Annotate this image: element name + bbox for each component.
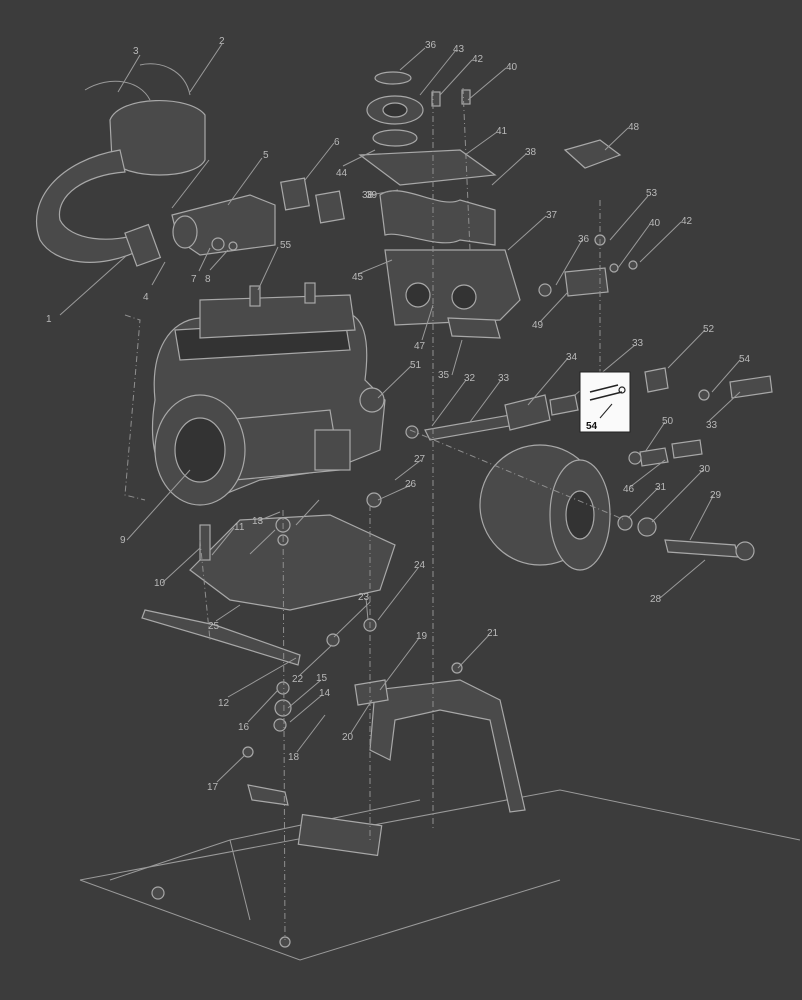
callout-47: 47 bbox=[414, 341, 426, 352]
callout-48: 48 bbox=[628, 122, 640, 133]
callout-42b: 42 bbox=[681, 216, 693, 227]
callout-53: 53 bbox=[646, 188, 658, 199]
callout-42a: 42 bbox=[472, 54, 484, 65]
muffler-exhaust bbox=[35, 63, 345, 267]
callout-32: 32 bbox=[464, 373, 476, 384]
callout-3: 3 bbox=[133, 46, 139, 57]
callout-10: 10 bbox=[154, 578, 166, 589]
callout-8: 8 bbox=[205, 274, 211, 285]
intake-assembly bbox=[358, 71, 638, 339]
callout-39: 39 bbox=[366, 190, 378, 201]
callout-36a: 36 bbox=[425, 40, 437, 51]
callout-46: 46 bbox=[623, 484, 635, 495]
callout-5: 5 bbox=[263, 150, 269, 161]
callout-54-highlighted: 54 bbox=[586, 421, 598, 432]
mount-frame bbox=[354, 662, 526, 813]
callout-24: 24 bbox=[414, 560, 426, 571]
engine-block bbox=[151, 282, 386, 506]
callout-21: 21 bbox=[487, 628, 499, 639]
leader-lines bbox=[59, 43, 741, 783]
callout-7: 7 bbox=[191, 274, 197, 285]
callout-9: 9 bbox=[120, 535, 126, 546]
callout-6: 6 bbox=[334, 137, 340, 148]
callout-52: 52 bbox=[703, 324, 715, 335]
callout-33c: 33 bbox=[706, 420, 718, 431]
drive-shaft-assembly bbox=[405, 367, 773, 467]
highlight-box bbox=[579, 371, 631, 433]
callout-37: 37 bbox=[546, 210, 558, 221]
callout-15: 15 bbox=[316, 673, 328, 684]
center-lines bbox=[124, 87, 626, 941]
callout-28: 28 bbox=[650, 594, 662, 605]
callout-38b: 38 bbox=[362, 190, 374, 201]
callout-12: 12 bbox=[218, 698, 230, 709]
callout-33a: 33 bbox=[498, 373, 510, 384]
chassis-base bbox=[79, 789, 801, 961]
callout-13: 13 bbox=[252, 516, 264, 527]
callout-23: 23 bbox=[358, 592, 370, 603]
callout-43: 43 bbox=[453, 44, 465, 55]
callout-31: 31 bbox=[655, 482, 667, 493]
callout-55: 55 bbox=[280, 240, 292, 251]
callout-49: 49 bbox=[532, 320, 544, 331]
callout-labels: 1 2 3 4 5 6 7 8 9 10 11 12 13 14 15 16 1… bbox=[46, 36, 751, 793]
clutch-pulley bbox=[479, 444, 755, 571]
callout-33b: 33 bbox=[632, 338, 644, 349]
callout-4: 4 bbox=[143, 292, 149, 303]
callout-36b: 36 bbox=[578, 234, 590, 245]
callout-25: 25 bbox=[208, 621, 220, 632]
callout-45: 45 bbox=[352, 272, 364, 283]
callout-38a: 38 bbox=[525, 147, 537, 158]
callout-40a: 40 bbox=[506, 62, 518, 73]
mount-plate bbox=[141, 492, 396, 806]
callout-1: 1 bbox=[46, 314, 52, 325]
callout-2: 2 bbox=[219, 36, 225, 47]
callout-54a: 54 bbox=[739, 354, 751, 365]
callout-14: 14 bbox=[319, 688, 331, 699]
callout-34: 34 bbox=[566, 352, 578, 363]
callout-20: 20 bbox=[342, 732, 354, 743]
callout-51: 51 bbox=[410, 360, 422, 371]
callout-41: 41 bbox=[496, 126, 508, 137]
callout-19: 19 bbox=[416, 631, 428, 642]
callout-22: 22 bbox=[292, 674, 304, 685]
callout-18: 18 bbox=[288, 752, 300, 763]
callout-16: 16 bbox=[238, 722, 250, 733]
callout-44: 44 bbox=[336, 168, 348, 179]
callout-40b: 40 bbox=[649, 218, 661, 229]
highlight-part-54[interactable]: 54 bbox=[579, 371, 631, 433]
callout-27: 27 bbox=[414, 454, 426, 465]
callout-17: 17 bbox=[207, 782, 219, 793]
callout-30: 30 bbox=[699, 464, 711, 475]
callout-50: 50 bbox=[662, 416, 674, 427]
callout-35: 35 bbox=[438, 370, 450, 381]
callout-26: 26 bbox=[405, 479, 417, 490]
callout-11: 11 bbox=[234, 522, 245, 533]
callout-29: 29 bbox=[710, 490, 722, 501]
